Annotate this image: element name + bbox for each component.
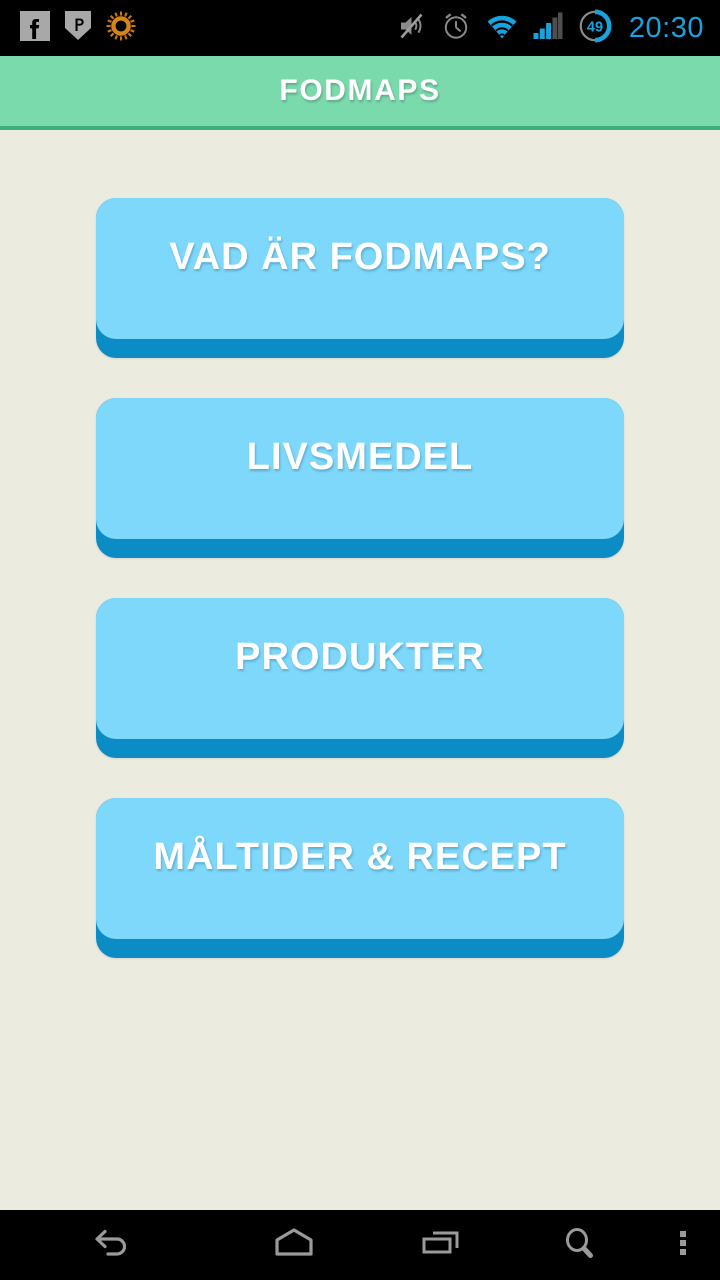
button-face: MÅLTIDER & RECEPT	[96, 798, 624, 939]
menu-button-label: LIVSMEDEL	[246, 436, 474, 478]
facebook-icon	[20, 10, 50, 46]
status-bar-left-icons	[0, 10, 136, 46]
alarm-icon	[441, 11, 471, 46]
main-content: VAD ÄR FODMAPS? LIVSMEDEL PRODUKTER MÅLT…	[0, 134, 720, 1210]
button-face: LIVSMEDEL	[96, 398, 624, 539]
status-bar-clock: 20:30	[628, 11, 704, 44]
nav-overflow-menu-button[interactable]	[646, 1210, 720, 1280]
menu-button-livsmedel[interactable]: LIVSMEDEL	[96, 398, 624, 558]
menu-button-produkter[interactable]: PRODUKTER	[96, 598, 624, 758]
page-title: FODMAPS	[279, 74, 441, 107]
recents-icon	[419, 1226, 465, 1265]
search-icon	[559, 1225, 603, 1266]
menu-button-label: MÅLTIDER & RECEPT	[153, 836, 567, 878]
nav-home-button[interactable]	[220, 1210, 368, 1280]
menu-button-row: MÅLTIDER & RECEPT	[0, 798, 720, 958]
nav-back-button[interactable]	[0, 1210, 220, 1280]
menu-button-maltider-recept[interactable]: MÅLTIDER & RECEPT	[96, 798, 624, 958]
sunrise-icon	[106, 11, 136, 46]
button-face: VAD ÄR FODMAPS?	[96, 198, 624, 339]
app-title-bar: FODMAPS	[0, 56, 720, 130]
status-bar: 49 20:30	[0, 0, 720, 56]
overflow-menu-icon	[676, 1226, 690, 1265]
battery-percent-label: 49	[587, 19, 603, 35]
pocket-icon	[64, 10, 92, 46]
status-bar-right-icons: 49 20:30	[397, 8, 720, 49]
mute-icon	[397, 11, 427, 46]
back-icon	[87, 1226, 133, 1265]
button-face: PRODUKTER	[96, 598, 624, 739]
nav-search-button[interactable]	[516, 1210, 646, 1280]
android-navigation-bar	[0, 1210, 720, 1280]
home-icon	[271, 1226, 317, 1265]
menu-button-label: VAD ÄR FODMAPS?	[169, 236, 551, 278]
menu-button-row: PRODUKTER	[0, 598, 720, 758]
battery-icon: 49	[577, 8, 613, 49]
nav-recents-button[interactable]	[368, 1210, 516, 1280]
signal-icon	[533, 12, 563, 45]
menu-button-row: VAD ÄR FODMAPS?	[0, 198, 720, 358]
menu-button-row: LIVSMEDEL	[0, 398, 720, 558]
wifi-icon	[485, 12, 519, 45]
menu-button-label: PRODUKTER	[235, 636, 485, 678]
menu-button-vad-ar-fodmaps[interactable]: VAD ÄR FODMAPS?	[96, 198, 624, 358]
